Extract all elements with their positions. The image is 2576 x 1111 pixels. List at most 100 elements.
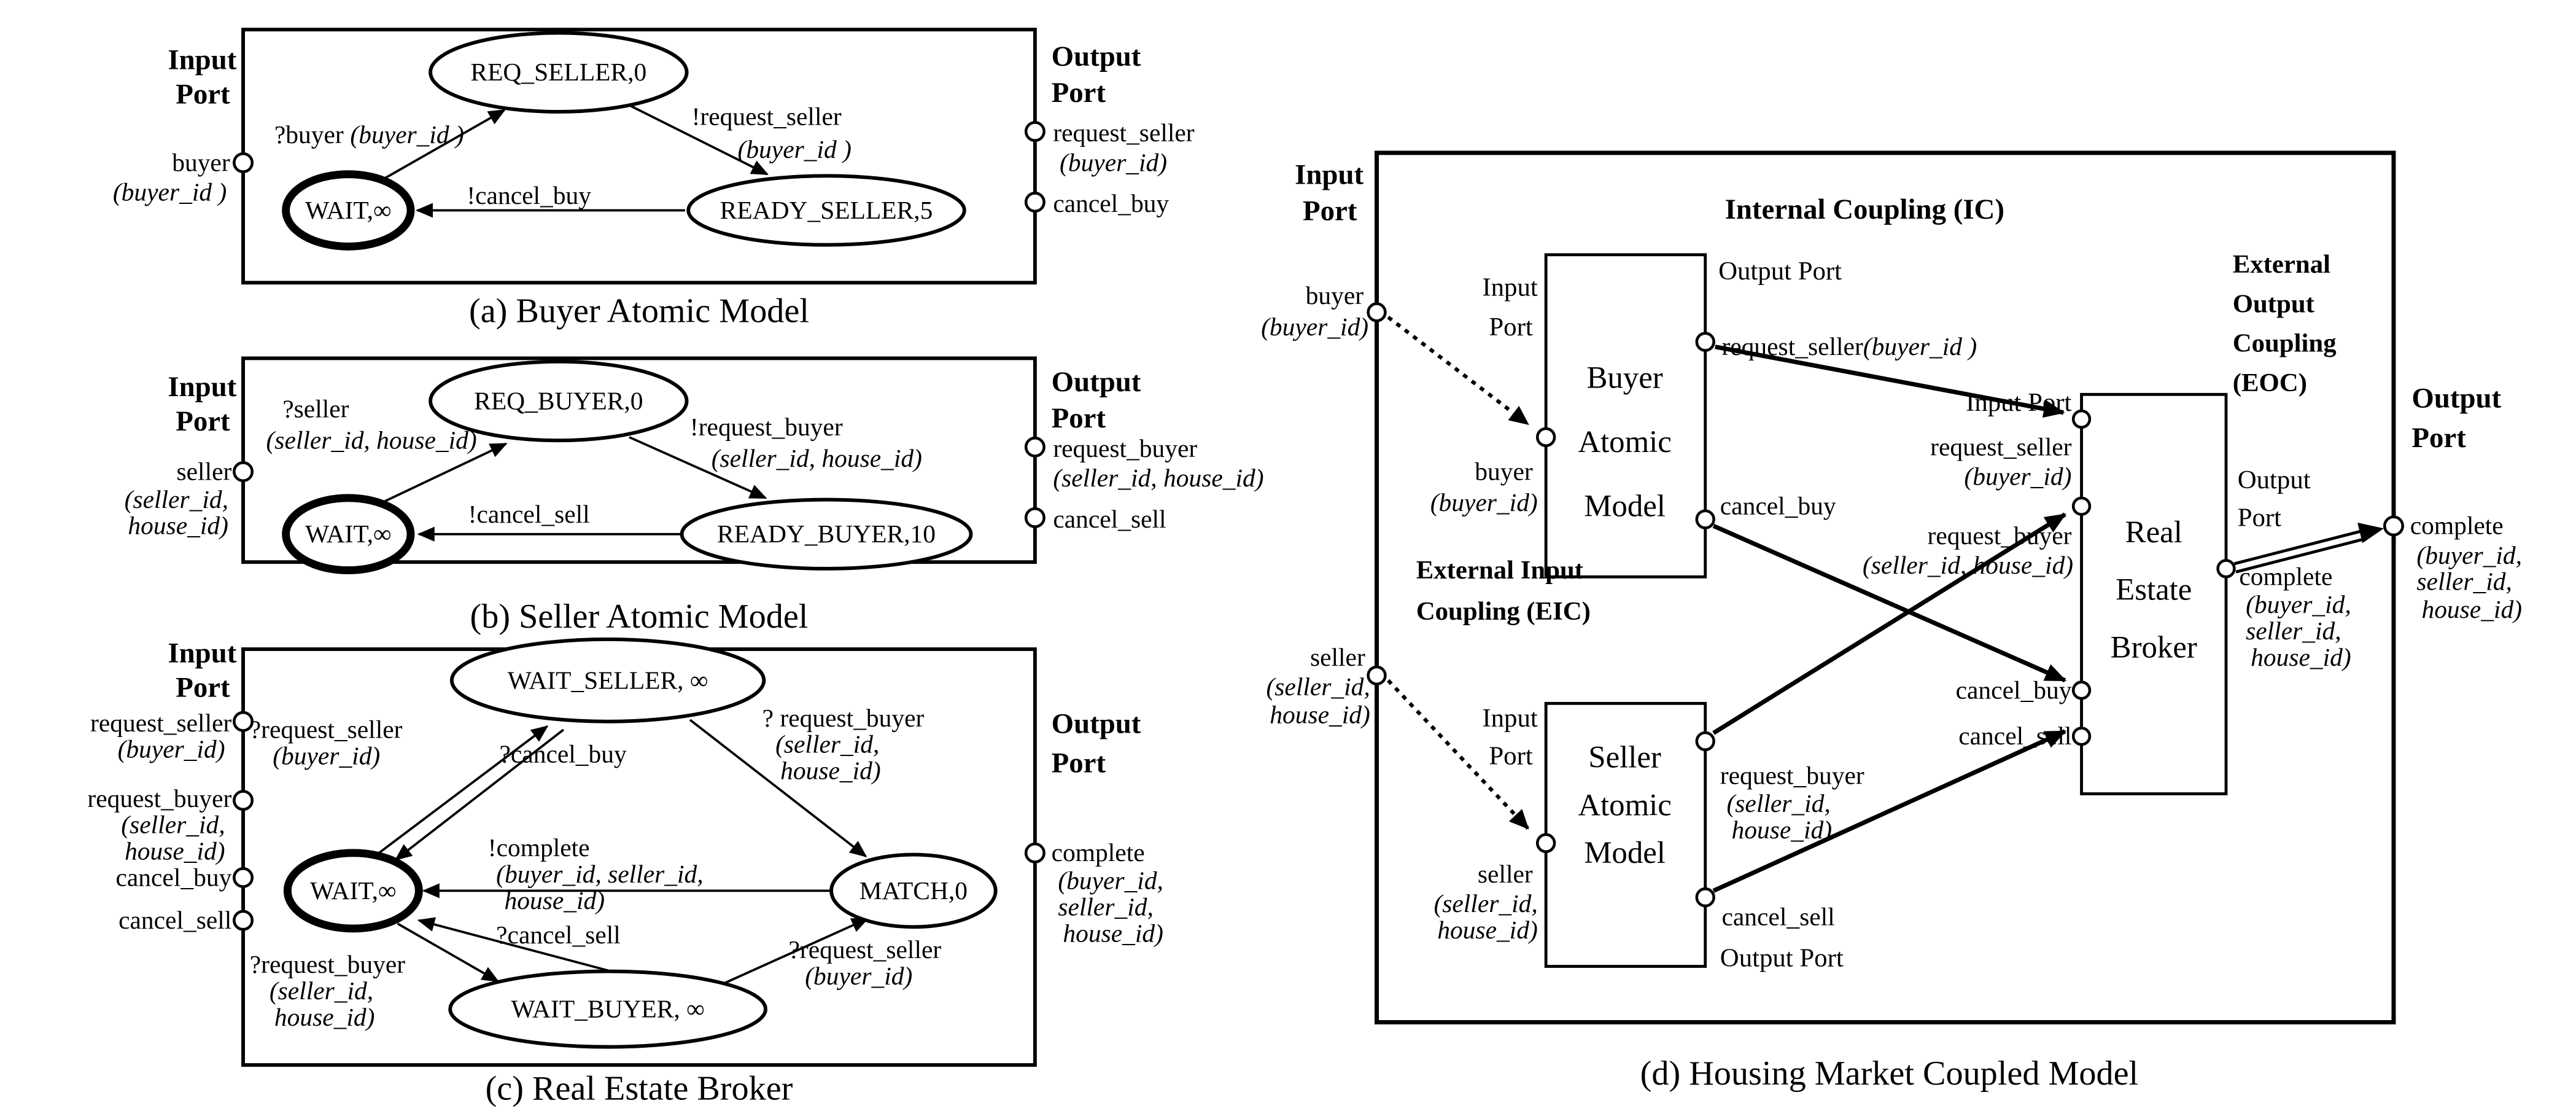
state-label: MATCH,0 xyxy=(859,876,968,905)
port-label: request_seller xyxy=(1930,432,2071,461)
panel-seller-atomic-model: REQ_BUYER,0 WAIT,∞ READY_BUYER,10 Input … xyxy=(125,356,1264,636)
component-title: Broker xyxy=(2111,630,2197,664)
transition-arrow-seller xyxy=(377,442,508,506)
input-port-header: Port xyxy=(176,79,230,111)
port-param: house_id) xyxy=(1063,919,1163,948)
output-port-label: Output Port xyxy=(1720,944,1844,973)
component-title: Atomic xyxy=(1578,424,1671,459)
transition-arrow-request-seller-right xyxy=(717,918,869,988)
port-label: cancel_sell xyxy=(118,906,231,934)
transition-param: (seller_id, house_id) xyxy=(266,426,477,455)
panel-caption: (b) Seller Atomic Model xyxy=(470,598,809,636)
transition-label: !request_buyer xyxy=(690,413,843,441)
port-param: (seller_id, xyxy=(1433,889,1537,918)
port-param: (buyer_id) xyxy=(1430,488,1538,517)
eic-arrow-buyer xyxy=(1387,316,1529,426)
state-label: READY_SELLER,5 xyxy=(720,196,933,224)
transition-arrow-buyer xyxy=(374,109,506,185)
input-port-header: Input xyxy=(168,371,236,403)
port-broker-in-cancel-sell xyxy=(2071,727,2092,746)
ic-arrow-cancel-buy xyxy=(1712,524,2067,683)
port-param: (seller_id, xyxy=(1266,672,1370,701)
eoc-arrow-line xyxy=(2233,529,2363,566)
port-in-cancel-buy xyxy=(233,867,254,888)
transition-label: !request_seller xyxy=(692,102,842,130)
port-label: request_buyer xyxy=(1053,434,1197,462)
panel-buyer-atomic-model: REQ_SELLER,0 WAIT,∞ READY_SELLER,5 Input… xyxy=(113,28,1195,330)
external-output-coupling-header: Output xyxy=(2233,289,2315,318)
port-label: seller xyxy=(177,457,232,485)
component-title: Real xyxy=(2125,515,2182,549)
input-port-label: Port xyxy=(1489,741,1532,770)
state-label: WAIT,∞ xyxy=(305,520,391,548)
panel-caption: (c) Real Estate Broker xyxy=(486,1069,793,1107)
panel-real-estate-broker: WAIT_SELLER, ∞ WAIT,∞ MATCH,0 WAIT_BUYER… xyxy=(87,637,1163,1107)
transition-param: (buyer_id ) xyxy=(738,135,852,164)
port-param: seller_id, xyxy=(1058,893,1154,921)
transition-label: ?cancel_buy xyxy=(500,740,627,768)
port-buyer-out-request-seller xyxy=(1695,332,1715,352)
port-param: house_id) xyxy=(2421,595,2522,624)
port-param: house_id) xyxy=(125,837,225,866)
transition-param: (buyer_id) xyxy=(273,741,380,770)
ic-arrow-request-seller xyxy=(1715,345,2065,418)
state-label: READY_BUYER,10 xyxy=(717,520,936,548)
port-label: cancel_sell xyxy=(1721,903,1834,931)
port-param: (buyer_id ) xyxy=(113,177,227,206)
port-param: (buyer_id) xyxy=(118,735,225,764)
port-param: seller_id, xyxy=(2246,617,2341,645)
input-port-label: Input xyxy=(1482,273,1537,302)
port-label: cancel_buy xyxy=(1956,676,2072,704)
port-param: house_id) xyxy=(1270,700,1370,729)
port-param: (seller_id, xyxy=(121,811,225,840)
port-label: complete xyxy=(2239,563,2332,591)
port-label: cancel_buy xyxy=(1053,189,1169,217)
transition-arrow-cancel-sell xyxy=(417,917,611,973)
transition-label: !cancel_sell xyxy=(468,500,590,528)
panel-caption: (a) Buyer Atomic Model xyxy=(469,292,809,330)
port-out-request-seller xyxy=(1024,121,1046,142)
transition-label: !complete xyxy=(488,833,590,862)
external-output-coupling-header: External xyxy=(2233,250,2330,279)
port-param: (buyer_id, xyxy=(2246,590,2351,619)
panel-housing-market-coupled-model: Internal Coupling (IC) External Input Co… xyxy=(1261,150,2522,1093)
port-param: house_id) xyxy=(2251,643,2351,672)
output-port-header: Port xyxy=(1052,402,1106,434)
port-in-cancel-sell xyxy=(233,910,254,931)
buyer-atomic-model-box xyxy=(1544,253,1707,579)
port-in-request-buyer xyxy=(233,790,254,811)
transition-arrow-request-buyer-down xyxy=(397,922,500,983)
port-label: cancel_sell xyxy=(1053,505,1166,533)
port-label: buyer xyxy=(172,148,230,176)
panel-caption: (d) Housing Market Coupled Model xyxy=(1640,1054,2138,1093)
port-broker-out-complete xyxy=(2216,559,2236,579)
state-label: WAIT,∞ xyxy=(305,196,391,224)
port-out-request-buyer xyxy=(1024,436,1046,458)
component-title: Estate xyxy=(2116,572,2192,607)
eoc-arrow-line xyxy=(2235,537,2365,574)
port-label: buyer xyxy=(1306,281,1364,310)
port-label: buyer xyxy=(1475,457,1533,485)
eoc-arrowhead xyxy=(2357,522,2384,544)
port-seller-out-request-buyer xyxy=(1695,731,1715,752)
transition-label: !cancel_buy xyxy=(467,181,591,209)
port-param: house_id) xyxy=(1732,816,1833,844)
output-port-label: Port xyxy=(2238,503,2281,532)
port-out-cancel-sell xyxy=(1024,507,1046,528)
port-param: house_id) xyxy=(128,512,228,540)
external-output-coupling-header: (EOC) xyxy=(2233,368,2307,397)
port-in-buyer xyxy=(233,152,254,173)
transition-param: (seller_id, xyxy=(270,977,373,1005)
port-buyer-out-cancel-buy xyxy=(1695,509,1715,529)
state-req-buyer xyxy=(429,359,689,443)
state-ready-seller xyxy=(686,174,966,247)
transition-param: (buyer_id) xyxy=(805,962,912,991)
input-port-header: Port xyxy=(176,672,230,704)
state-match xyxy=(829,852,998,929)
port-param: seller_id, xyxy=(2416,567,2512,596)
port-param: (buyer_id) xyxy=(1261,313,1368,341)
port-label: request_buyer xyxy=(1720,761,1864,789)
component-title: Seller xyxy=(1588,740,1661,774)
port-label: cancel_sell xyxy=(1958,722,2071,750)
